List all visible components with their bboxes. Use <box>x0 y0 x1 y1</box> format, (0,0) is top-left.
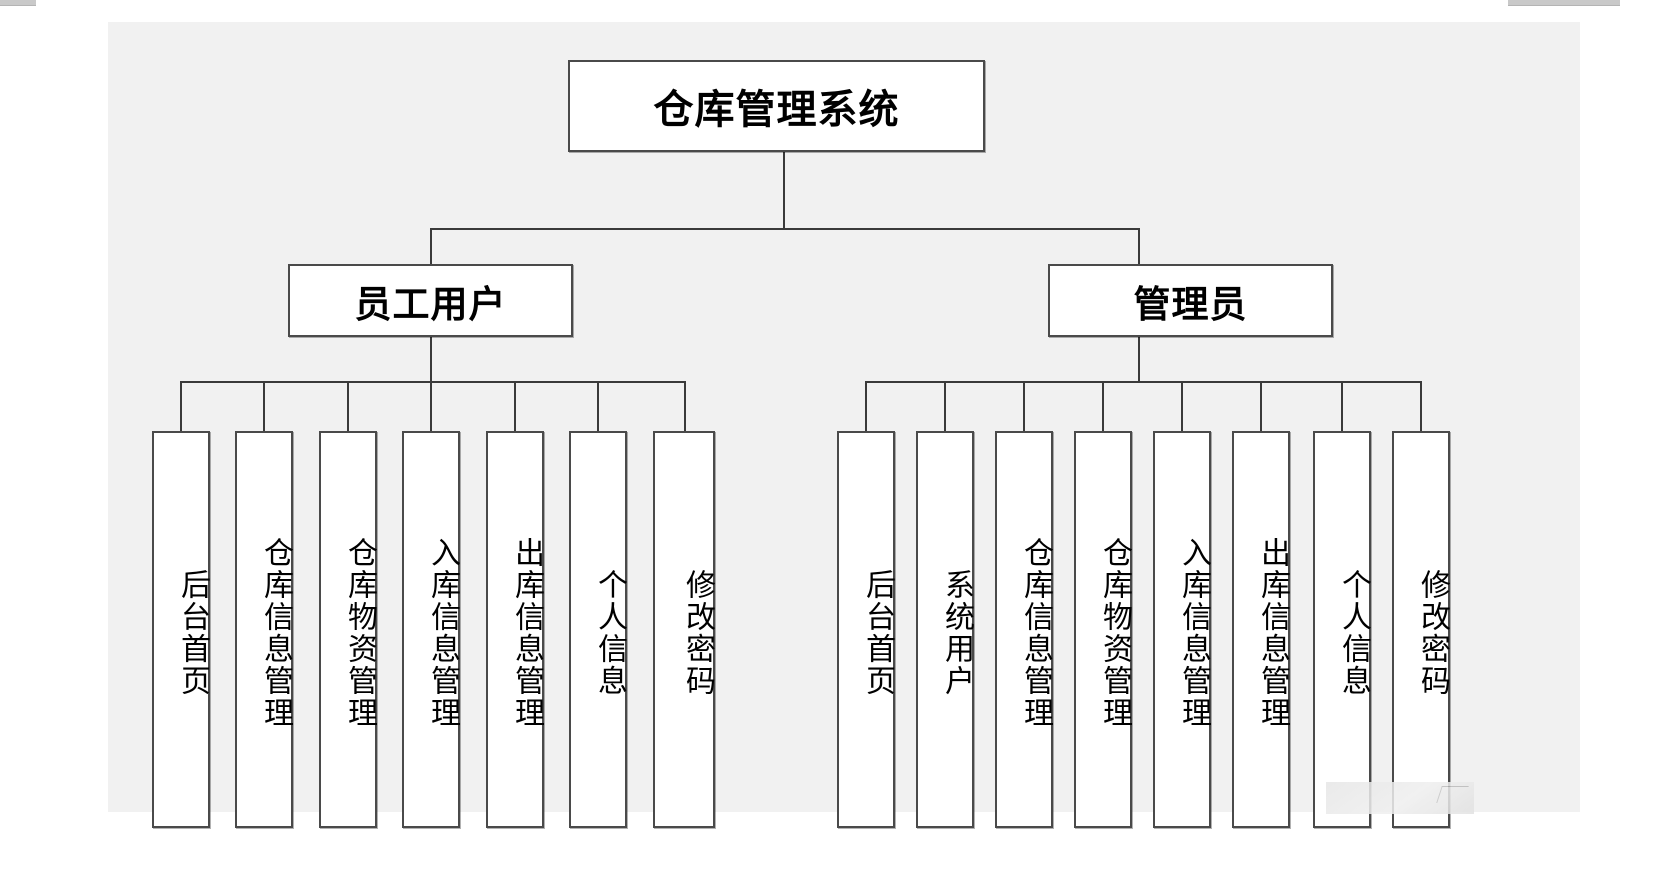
connector-administrator-stem <box>1138 337 1140 382</box>
top-strip-right <box>1508 0 1620 6</box>
connector-employee-leaf-2 <box>263 381 265 432</box>
connector-root-to-administrator <box>1138 228 1140 265</box>
node-administrator-leaf-personal-info[interactable]: 个人信息 <box>1313 431 1371 828</box>
connector-administrator-leaf-7 <box>1341 381 1343 432</box>
connector-administrator-leaf-6 <box>1260 381 1262 432</box>
connector-administrator-leaf-1 <box>865 381 867 432</box>
node-administrator-leaf-outbound-info-management[interactable]: 出库信息管理 <box>1232 431 1290 828</box>
node-administrator-leaf-inbound-info-management[interactable]: 入库信息管理 <box>1153 431 1211 828</box>
node-administrator-leaf-change-password[interactable]: 修改密码 <box>1392 431 1450 828</box>
node-branch-employee-user[interactable]: 员工用户 <box>288 264 573 337</box>
node-administrator-leaf-warehouse-goods-management[interactable]: 仓库物资管理 <box>1074 431 1132 828</box>
node-employee-leaf-warehouse-info-management[interactable]: 仓库信息管理 <box>235 431 293 828</box>
node-employee-leaf-warehouse-goods-management[interactable]: 仓库物资管理 <box>319 431 377 828</box>
connector-employee-bus <box>180 381 684 383</box>
node-employee-leaf-inbound-info-management[interactable]: 入库信息管理 <box>402 431 460 828</box>
node-administrator-leaf-system-user[interactable]: 系统用户 <box>916 431 974 828</box>
connector-employee-stem <box>430 337 432 382</box>
node-root-warehouse-management-system[interactable]: 仓库管理系统 <box>568 60 985 152</box>
connector-employee-leaf-7 <box>684 381 686 432</box>
node-administrator-leaf-warehouse-info-management[interactable]: 仓库信息管理 <box>995 431 1053 828</box>
connector-administrator-leaf-8 <box>1420 381 1422 432</box>
connector-employee-leaf-3 <box>347 381 349 432</box>
node-administrator-leaf-backend-home[interactable]: 后台首页 <box>837 431 895 828</box>
connector-employee-leaf-6 <box>597 381 599 432</box>
node-employee-leaf-personal-info[interactable]: 个人信息 <box>569 431 627 828</box>
connector-root-stem <box>783 152 785 229</box>
connector-administrator-leaf-2 <box>944 381 946 432</box>
node-employee-leaf-outbound-info-management[interactable]: 出库信息管理 <box>486 431 544 828</box>
connector-root-bus <box>430 228 1139 230</box>
connector-administrator-bus <box>865 381 1420 383</box>
connector-administrator-leaf-4 <box>1102 381 1104 432</box>
node-branch-administrator[interactable]: 管理员 <box>1048 264 1333 337</box>
connector-administrator-leaf-3 <box>1023 381 1025 432</box>
top-strip-left <box>0 0 36 6</box>
node-employee-leaf-change-password[interactable]: 修改密码 <box>653 431 715 828</box>
node-employee-leaf-backend-home[interactable]: 后台首页 <box>152 431 210 828</box>
connector-employee-leaf-1 <box>180 381 182 432</box>
connector-root-to-employee <box>430 228 432 265</box>
connector-employee-leaf-5 <box>514 381 516 432</box>
connector-administrator-leaf-5 <box>1181 381 1183 432</box>
connector-employee-leaf-4 <box>430 381 432 432</box>
diagram-canvas: 仓库管理系统 员工用户 管理员 后台首页 仓库信息管理 仓库物资管理 入库信息管… <box>108 22 1580 828</box>
